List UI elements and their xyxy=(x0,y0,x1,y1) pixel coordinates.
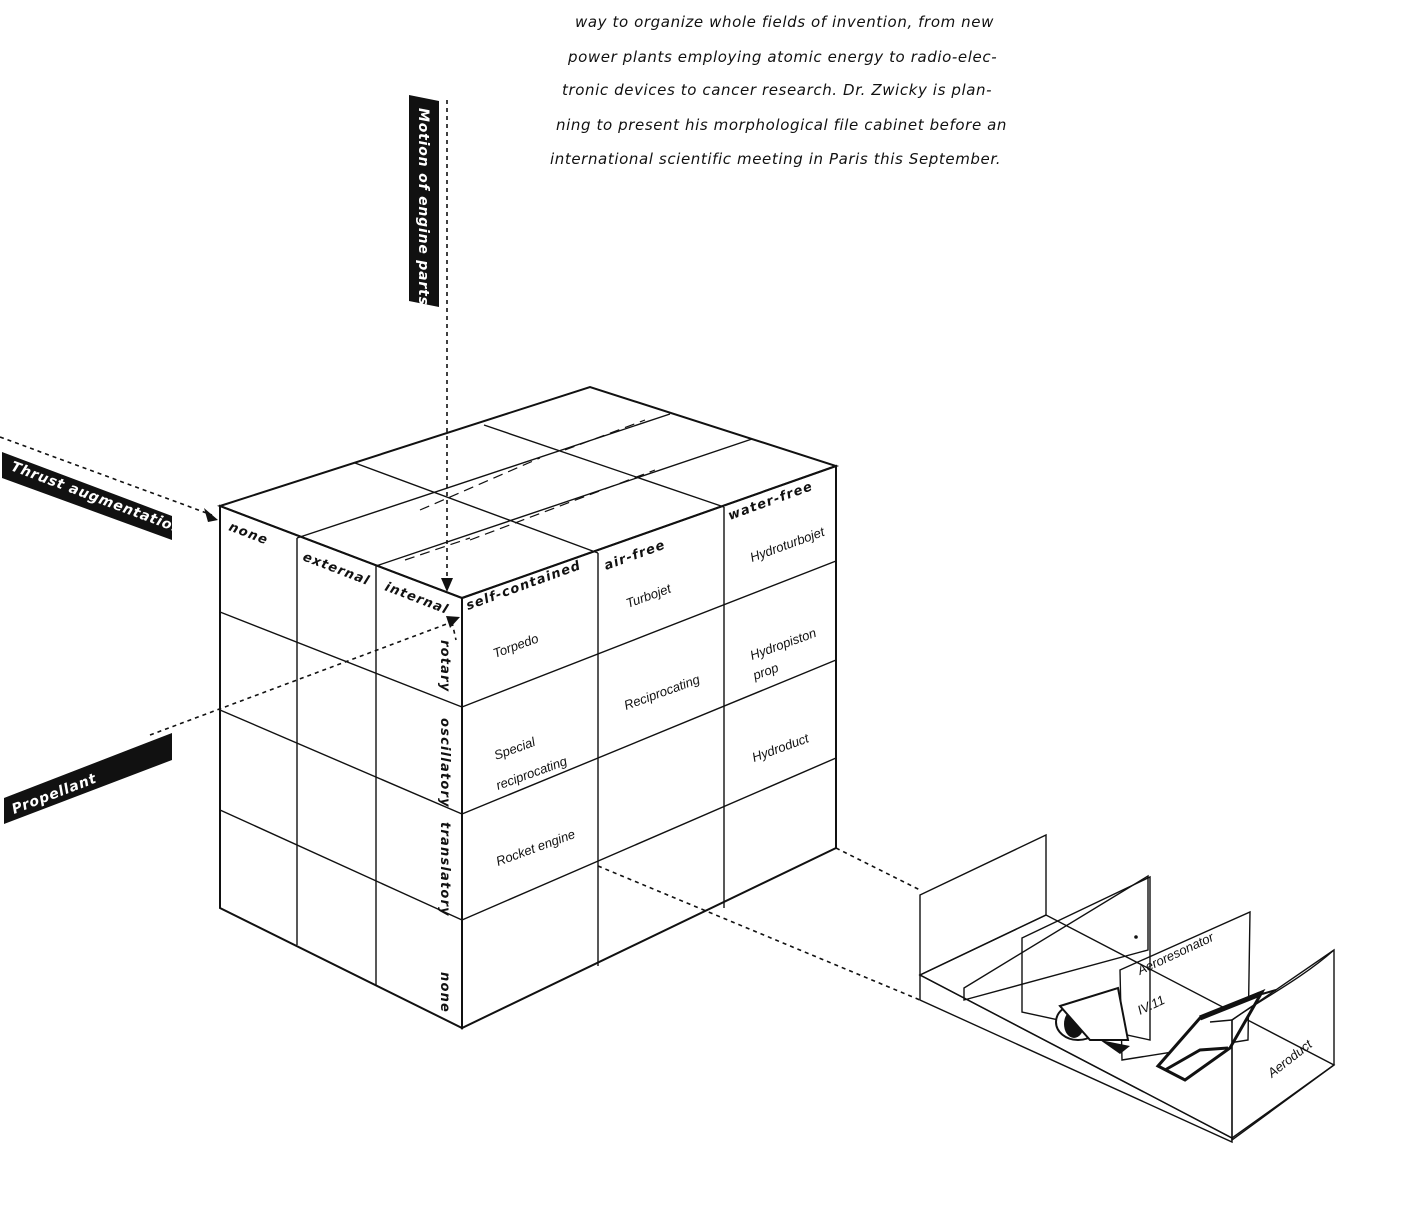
cube-front-face xyxy=(461,464,837,1030)
tag-motion-label: Motion of engine parts xyxy=(415,108,431,306)
drawer-card-aeroresonator: Aeroresonator xyxy=(1134,929,1217,978)
cell-hydropiston: Hydropiston xyxy=(748,625,818,663)
propellant-header-water-free: water-free xyxy=(726,479,815,524)
thrust-arrowhead xyxy=(204,508,218,522)
cube-left-face xyxy=(219,504,463,1030)
file-drawer: Aeroresonator IV.11 Aeroduct xyxy=(918,833,1336,1144)
aeroresonator-engine-icon xyxy=(1055,986,1130,1054)
motion-header-none: none xyxy=(437,972,452,1013)
cell-rocket-engine: Rocket engine xyxy=(494,826,577,869)
paragraph-line: international scientific meeting in Pari… xyxy=(550,150,1002,168)
cell-hydroturbojet: Hydroturbojet xyxy=(748,524,828,565)
paragraph-line: power plants employing atomic energy to … xyxy=(568,48,998,66)
paragraph-line: way to organize whole fields of inventio… xyxy=(575,13,994,31)
cell-reciprocating: Reciprocating xyxy=(622,671,703,713)
cell-turbojet: Turbojet xyxy=(624,580,674,611)
aeroduct-engine-icon xyxy=(1155,988,1277,1082)
paragraph-line: tronic devices to cancer research. Dr. Z… xyxy=(562,81,993,99)
thrust-header-external: external xyxy=(301,550,372,589)
cell-hydroduct: Hydroduct xyxy=(750,730,812,765)
motion-header-translatory: translatory xyxy=(437,822,452,917)
propellant-header-self-contained: self-contained xyxy=(464,558,583,614)
thrust-header-none: none xyxy=(227,520,271,549)
tag-thrust-label: Thrust augmentation xyxy=(9,459,185,538)
motion-header-rotary: rotary xyxy=(437,640,452,692)
cell-special: Special xyxy=(492,734,538,763)
tag-motion: Motion of engine parts xyxy=(409,95,439,307)
propellant-header-air-free: air-free xyxy=(602,538,668,574)
tag-thrust: Thrust augmentation xyxy=(2,452,185,540)
motion-header-oscillatory: oscillatory xyxy=(437,718,452,808)
cell-torpedo: Torpedo xyxy=(491,631,541,661)
cell-prop: prop xyxy=(750,660,781,683)
tag-propellant: Propellant xyxy=(4,733,172,824)
thrust-header-internal: internal xyxy=(383,580,451,618)
propellant-arrowhead xyxy=(446,616,460,628)
motion-arrowhead xyxy=(441,578,453,592)
paragraph-line: ning to present his morphological file c… xyxy=(556,116,1008,134)
drawer-card-code: IV.11 xyxy=(1135,992,1167,1018)
leader-lines xyxy=(0,100,921,1001)
